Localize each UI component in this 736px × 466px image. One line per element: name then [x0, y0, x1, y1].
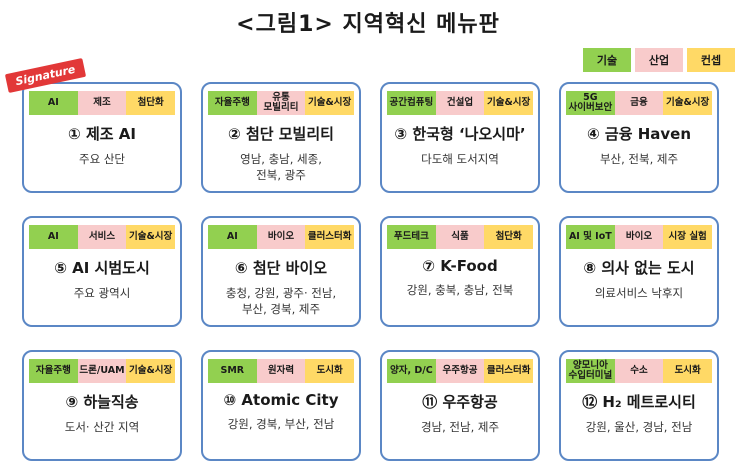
- card-region: 주요 산단: [79, 152, 125, 166]
- card-title: ⑪ 우주항공: [422, 393, 498, 411]
- card-title: ⑫ H₂ 메트로시티: [582, 393, 696, 411]
- card-region: 주요 광역시: [73, 286, 131, 300]
- tag-tech: AI: [29, 225, 78, 249]
- tag-row: 자율주행 드론/UAM 기술&시장: [29, 359, 176, 383]
- menu-card: 자율주행 드론/UAM 기술&시장 ⑨ 하늘직송 도서· 산간 지역: [22, 350, 182, 461]
- card-title: ② 첨단 모빌리티: [228, 125, 334, 143]
- tag-industry: 서비스: [77, 225, 127, 249]
- tag-row: 5G 사이버보안 금융 기술&시장: [566, 91, 713, 115]
- tag-tech: 양자, D/C: [387, 359, 436, 383]
- tag-consult: 기술&시장: [126, 359, 176, 383]
- menu-card: AI 바이오 클러스터화 ⑥ 첨단 바이오 충청, 강원, 광주· 전남, 부산…: [201, 216, 361, 327]
- tag-row: AI 제조 첨단화: [29, 91, 176, 115]
- tag-consult: 기술&시장: [305, 91, 355, 115]
- tag-consult: 시장 실험: [663, 225, 713, 249]
- card-title: ⑤ AI 시범도시: [54, 259, 150, 277]
- tag-row: 양자, D/C 우주항공 클러스터화: [387, 359, 534, 383]
- menu-grid: AI 제조 첨단화 ① 제조 AI 주요 산단 자율주행 유통 모빌리티 기술&…: [22, 82, 728, 462]
- menu-card: AI 서비스 기술&시장 ⑤ AI 시범도시 주요 광역시: [22, 216, 182, 327]
- tag-tech: 5G 사이버보안: [566, 91, 615, 115]
- tag-consult: 클러스터화: [484, 359, 534, 383]
- tag-consult: 첨단화: [484, 225, 534, 249]
- card-region: 의료서비스 낙후지: [594, 286, 684, 300]
- tag-consult: 첨단화: [126, 91, 176, 115]
- menu-card: 공간컴퓨팅 건설업 기술&시장 ③ 한국형 ‘나오시마’ 다도해 도서지역: [380, 82, 540, 193]
- card-title: ① 제조 AI: [68, 125, 136, 143]
- tag-tech: AI 및 IoT: [566, 225, 615, 249]
- tag-industry: 바이오: [614, 225, 664, 249]
- menu-card: 푸드테크 식품 첨단화 ⑦ K-Food 강원, 충북, 충남, 전북: [380, 216, 540, 327]
- tag-tech: 자율주행: [29, 359, 78, 383]
- tag-consult: 기술&시장: [126, 225, 176, 249]
- tag-row: AI 바이오 클러스터화: [208, 225, 355, 249]
- legend-industry: 산업: [635, 48, 683, 72]
- menu-card: SMR 원자력 도시화 ⑩ Atomic City 강원, 경북, 부산, 전남: [201, 350, 361, 461]
- legend: 기술 산업 컨셉: [583, 48, 735, 72]
- tag-row: AI 및 IoT 바이오 시장 실험: [566, 225, 713, 249]
- card-region: 영남, 충남, 세종, 전북, 광주: [240, 152, 322, 182]
- card-region: 경남, 전남, 제주: [420, 420, 500, 434]
- card-region: 강원, 울산, 경남, 전남: [585, 420, 693, 434]
- card-region: 도서· 산간 지역: [64, 420, 140, 434]
- tag-tech: 양모니아 수입터미널: [566, 359, 615, 383]
- card-region: 강원, 충북, 충남, 전북: [406, 283, 514, 297]
- tag-tech: AI: [208, 225, 257, 249]
- tag-industry: 건설업: [435, 91, 485, 115]
- tag-row: 공간컴퓨팅 건설업 기술&시장: [387, 91, 534, 115]
- tag-tech: SMR: [208, 359, 257, 383]
- tag-industry: 드론/UAM: [77, 359, 127, 383]
- tag-industry: 바이오: [256, 225, 306, 249]
- card-region: 충청, 강원, 광주· 전남, 부산, 경북, 제주: [225, 286, 337, 316]
- tag-row: AI 서비스 기술&시장: [29, 225, 176, 249]
- tag-industry: 우주항공: [435, 359, 485, 383]
- menu-card: AI 제조 첨단화 ① 제조 AI 주요 산단: [22, 82, 182, 193]
- card-title: ⑨ 하늘직송: [65, 393, 139, 411]
- card-region: 부산, 전북, 제주: [599, 152, 679, 166]
- card-title: ⑧ 의사 없는 도시: [583, 259, 695, 277]
- tag-industry: 유통 모빌리티: [256, 91, 306, 115]
- menu-card: 자율주행 유통 모빌리티 기술&시장 ② 첨단 모빌리티 영남, 충남, 세종,…: [201, 82, 361, 193]
- card-title: ⑦ K-Food: [422, 257, 498, 275]
- tag-consult: 기술&시장: [663, 91, 713, 115]
- menu-card: 양모니아 수입터미널 수소 도시화 ⑫ H₂ 메트로시티 강원, 울산, 경남,…: [559, 350, 719, 461]
- tag-consult: 클러스터화: [305, 225, 355, 249]
- tag-industry: 수소: [614, 359, 664, 383]
- tag-industry: 제조: [77, 91, 127, 115]
- card-region: 강원, 경북, 부산, 전남: [227, 417, 335, 431]
- tag-industry: 식품: [435, 225, 485, 249]
- card-title: ⑥ 첨단 바이오: [234, 259, 328, 277]
- card-title: ④ 금융 Haven: [586, 125, 692, 143]
- tag-tech: 자율주행: [208, 91, 257, 115]
- tag-row: 푸드테크 식품 첨단화: [387, 225, 534, 249]
- tag-row: SMR 원자력 도시화: [208, 359, 355, 383]
- legend-tech: 기술: [583, 48, 631, 72]
- menu-card: 양자, D/C 우주항공 클러스터화 ⑪ 우주항공 경남, 전남, 제주: [380, 350, 540, 461]
- tag-industry: 금융: [614, 91, 664, 115]
- menu-card: AI 및 IoT 바이오 시장 실험 ⑧ 의사 없는 도시 의료서비스 낙후지: [559, 216, 719, 327]
- tag-industry: 원자력: [256, 359, 306, 383]
- page-title: <그림1> 지역혁신 메뉴판: [236, 12, 500, 37]
- tag-consult: 기술&시장: [484, 91, 534, 115]
- card-title: ③ 한국형 ‘나오시마’: [394, 125, 526, 143]
- card-title: ⑩ Atomic City: [223, 391, 339, 409]
- card-region: 다도해 도서지역: [421, 152, 499, 166]
- tag-tech: AI: [29, 91, 78, 115]
- legend-consult: 컨셉: [687, 48, 735, 72]
- tag-row: 자율주행 유통 모빌리티 기술&시장: [208, 91, 355, 115]
- tag-tech: 푸드테크: [387, 225, 436, 249]
- tag-row: 양모니아 수입터미널 수소 도시화: [566, 359, 713, 383]
- tag-tech: 공간컴퓨팅: [387, 91, 436, 115]
- menu-card: 5G 사이버보안 금융 기술&시장 ④ 금융 Haven 부산, 전북, 제주: [559, 82, 719, 193]
- tag-consult: 도시화: [663, 359, 713, 383]
- tag-consult: 도시화: [305, 359, 355, 383]
